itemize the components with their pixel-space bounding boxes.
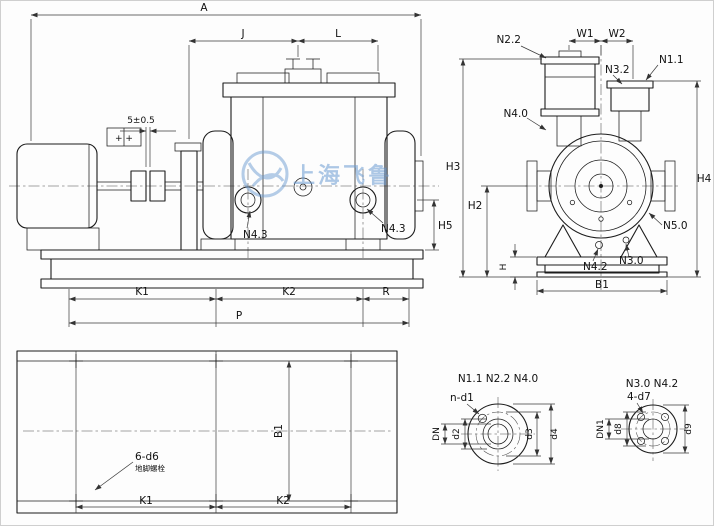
anchor-bolt-callout: 6-d6: [135, 451, 159, 463]
dim-h3-label: H3: [446, 161, 461, 173]
bolt-hole: [477, 413, 487, 423]
drain-port: [595, 241, 603, 249]
base-front: [536, 256, 668, 278]
separator-boxes: [540, 50, 654, 147]
support-left: [544, 224, 582, 258]
label-n11: N1.1: [659, 54, 684, 66]
brand-logo-swirl-icon: [247, 162, 285, 187]
flange-a-title: N1.1 N2.2 N4.0: [458, 373, 538, 385]
bearing-pedestal: [180, 150, 198, 251]
left-end-housing: [202, 130, 234, 240]
plan-view: B1 6-d6 地脚螺栓 K1 K2: [16, 350, 398, 514]
label-n50: N5.0: [663, 220, 688, 232]
dim-h2-label: H2: [468, 200, 483, 212]
flange-detail-small: N3.0 N4.2 4-d7 d8 DN1 d9: [596, 378, 694, 461]
watermark: 上海飞鲁: [241, 150, 393, 198]
label-n22: N2.2: [496, 34, 521, 46]
terminal-marks: + +: [115, 134, 133, 144]
base-skid: [40, 249, 424, 289]
dim-d4-label: d4: [550, 428, 560, 440]
dim-d8-label: d8: [614, 423, 624, 435]
pedestal-cap: [174, 142, 202, 152]
dim-h-label: H: [499, 264, 509, 271]
dim-k1-label: K1: [135, 286, 149, 298]
label-n40: N4.0: [503, 108, 528, 120]
port-label-left: N4.3: [243, 229, 268, 241]
dim-a-label: A: [200, 2, 208, 14]
dim-r-label: R: [382, 286, 389, 298]
side-view-dimensions: A J L 5±0.5 N4.3 N4.3 H5: [30, 2, 453, 327]
dim-dn-label: DN: [432, 427, 442, 441]
dim-h4-label: H4: [697, 173, 712, 185]
bolt-hole: [637, 437, 645, 445]
dim-p-label: P: [236, 310, 242, 322]
right-flange: [414, 160, 424, 212]
baseplate-outline: [16, 350, 398, 514]
anchor-bolt-note: 地脚螺栓: [135, 463, 165, 473]
dim-w1-label: W1: [576, 28, 593, 40]
dim-w2-label: W2: [608, 28, 625, 40]
support-right: [620, 224, 658, 258]
motor-foot-block: [26, 227, 100, 251]
front-view: W1 W2 N2.2 N3.2 N1.1 N4.0 N5.0 N4.2 N3.0…: [446, 28, 712, 295]
dim-d3-label: d3: [525, 428, 535, 439]
bolt-hole: [661, 413, 669, 421]
dim-l-label: L: [335, 28, 341, 40]
dim-k1-plan-label: K1: [139, 495, 153, 507]
motor: [16, 127, 142, 251]
dim-d2-label: d2: [452, 428, 462, 439]
dim-k2-plan-label: K2: [276, 495, 290, 507]
flange-a-holes-label: n-d1: [450, 392, 474, 404]
flange-detail-large: N1.1 N2.2 N4.0 n-d1 d2 DN d3 d4: [432, 373, 560, 471]
coupling: [130, 142, 204, 251]
dim-d9-label: d9: [684, 423, 694, 435]
label-n30: N3.0: [619, 255, 644, 267]
dim-b1-plan-label: B1: [273, 424, 285, 438]
label-n42: N4.2: [583, 261, 608, 273]
dim-b1-front-label: B1: [595, 279, 609, 291]
flange-b-holes-label: 4-d7: [627, 391, 651, 403]
dim-h5-label: H5: [438, 220, 453, 232]
shaft-end: [293, 177, 313, 197]
dim-gap-label: 5±0.5: [127, 116, 155, 126]
dim-dn1-label: DN1: [596, 419, 606, 438]
brand-logo-icon: [241, 150, 289, 198]
front-view-dimensions: W1 W2 N2.2 N3.2 N1.1 N4.0 N5.0 N4.2 N3.0…: [446, 28, 712, 295]
bolt-hole: [661, 437, 669, 445]
dim-k2-label: K2: [282, 286, 296, 298]
right-side-flange: [664, 160, 676, 212]
pump-foot-left: [200, 238, 236, 251]
flange-b-title: N3.0 N4.2: [626, 378, 678, 390]
top-plate: [222, 82, 396, 98]
bolt-hole: [637, 413, 645, 421]
port-label-right: N4.3: [381, 223, 406, 235]
watermark-text: 上海飞鲁: [293, 163, 393, 189]
small-port: [622, 236, 630, 244]
dim-j-label: J: [240, 28, 244, 40]
label-n32: N3.2: [605, 64, 630, 76]
